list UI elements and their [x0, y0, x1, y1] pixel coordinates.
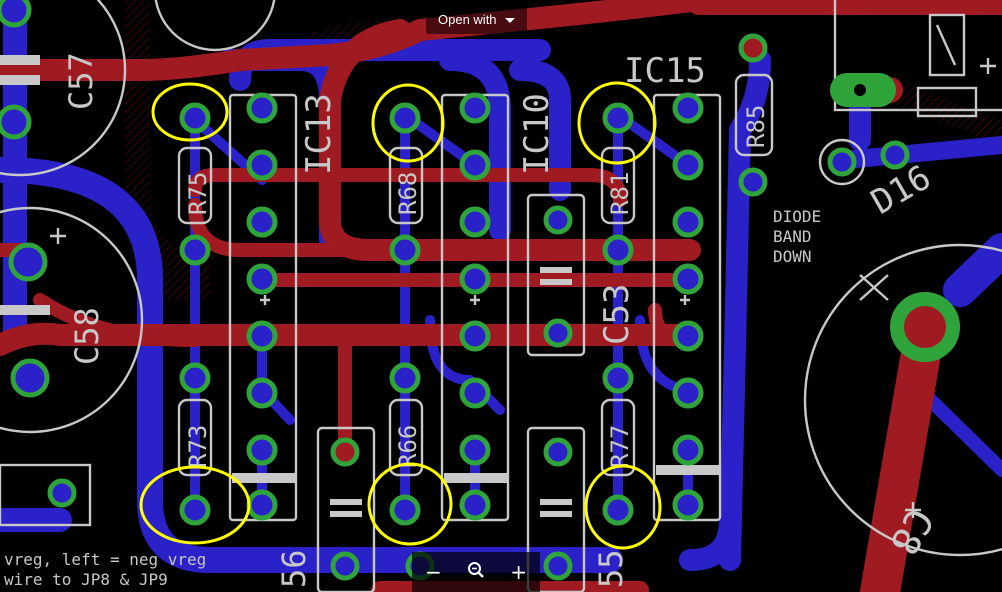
open-with-button[interactable]: Open with	[426, 4, 527, 34]
pad	[246, 320, 278, 352]
highlight-r68-top	[371, 83, 445, 163]
pad	[543, 205, 573, 235]
diode-note-line3: DOWN	[773, 247, 812, 266]
pad	[389, 494, 421, 526]
highlight-r81-top	[577, 81, 657, 165]
pad	[246, 489, 278, 521]
label-c53: C53	[597, 284, 637, 345]
label-c57: C57	[62, 52, 100, 110]
pad	[10, 358, 50, 398]
pad	[389, 102, 421, 134]
pad	[246, 434, 278, 466]
pad	[0, 104, 32, 140]
label-r77: R77	[606, 425, 634, 468]
pad	[459, 377, 491, 409]
pad	[246, 149, 278, 181]
pad	[246, 377, 278, 409]
pad	[672, 149, 704, 181]
diode-note-line1: DIODE	[773, 207, 821, 226]
pad	[672, 320, 704, 352]
pad	[179, 362, 211, 394]
pad	[880, 140, 910, 170]
label-ic13: IC13	[299, 93, 339, 175]
pad	[459, 489, 491, 521]
pad	[543, 437, 573, 467]
pad	[179, 102, 211, 134]
pad	[672, 92, 704, 124]
pad	[179, 494, 211, 526]
label-r81: R81	[606, 172, 634, 215]
pad	[459, 263, 491, 295]
pad	[459, 149, 491, 181]
pad	[672, 377, 704, 409]
highlight-r66-bottom	[367, 462, 453, 546]
pad	[330, 551, 360, 581]
pad	[330, 437, 360, 467]
highlight-r77-bottom	[584, 464, 662, 550]
pad	[602, 494, 634, 526]
pad	[672, 206, 704, 238]
pad-large	[890, 292, 960, 362]
pad	[738, 33, 768, 63]
pad-hole	[854, 84, 866, 96]
highlight-r73-bottom	[139, 465, 251, 545]
pad	[672, 263, 704, 295]
pad	[672, 434, 704, 466]
label-ic15: IC15	[624, 51, 706, 91]
zoom-out-button[interactable]: −	[424, 560, 442, 584]
pad	[459, 320, 491, 352]
pad	[246, 263, 278, 295]
pad	[389, 234, 421, 266]
pad	[459, 92, 491, 124]
magnifier-icon	[467, 562, 484, 578]
pad	[738, 167, 768, 197]
chevron-down-icon	[504, 17, 515, 23]
label-r66: R66	[394, 425, 422, 468]
pad	[47, 478, 77, 508]
label-r75: R75	[184, 172, 212, 215]
pad	[459, 434, 491, 466]
highlight-r75-top	[151, 82, 229, 142]
label-55: 55	[592, 549, 630, 588]
open-with-label: Open with	[438, 11, 497, 27]
component-pads	[0, 0, 960, 581]
pad	[8, 242, 48, 282]
pad	[602, 362, 634, 394]
zoom-controls: − +	[412, 552, 540, 592]
label-ic10: IC10	[517, 93, 557, 175]
zoom-in-button[interactable]: +	[510, 560, 528, 584]
pad	[389, 362, 421, 394]
pad	[602, 102, 634, 134]
pad	[246, 206, 278, 238]
note-line2: wire to JP8 & JP9	[4, 570, 168, 589]
pad-outline	[818, 138, 866, 186]
pad	[602, 234, 634, 266]
label-56: 56	[275, 549, 313, 588]
highlight-annotations	[139, 81, 662, 550]
label-c58: C58	[68, 307, 106, 365]
zoom-reset-button[interactable]	[461, 560, 491, 584]
pad	[246, 92, 278, 124]
label-r68: R68	[394, 172, 422, 215]
label-r85: R85	[742, 105, 770, 148]
pad	[459, 206, 491, 238]
note-line1: vreg, left = neg vreg	[4, 550, 206, 569]
pad	[672, 489, 704, 521]
diode-note-line2: BAND	[773, 227, 812, 246]
pad	[543, 318, 573, 348]
label-d16: D16	[865, 157, 938, 222]
pad	[827, 147, 857, 177]
label-r73: R73	[184, 425, 212, 468]
pad	[0, 0, 32, 28]
pad	[179, 234, 211, 266]
pad	[543, 551, 573, 581]
